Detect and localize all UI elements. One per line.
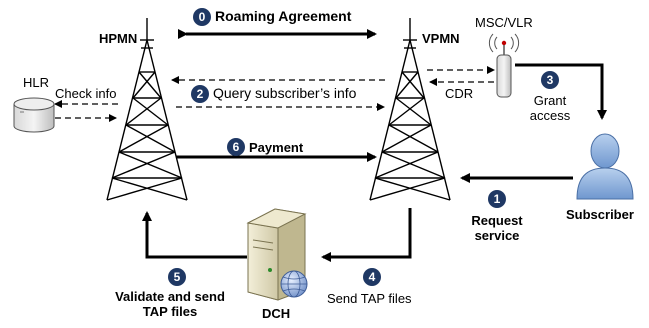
step-3-badge: 3 — [541, 71, 559, 89]
step-3-label: Grant access — [525, 93, 575, 123]
vpmn-tower-icon — [369, 18, 451, 201]
dch-server-icon — [246, 208, 308, 301]
step-4-badge: 4 — [363, 268, 381, 286]
step-0-badge: 0 — [193, 8, 211, 26]
msc-vlr-label: MSC/VLR — [475, 15, 533, 30]
dch-label: DCH — [262, 306, 291, 321]
check-info-label: Check info — [55, 86, 117, 101]
step-2-badge: 2 — [191, 85, 209, 103]
step-6-badge: 6 — [227, 138, 245, 156]
step-5-badge: 5 — [168, 268, 186, 286]
hpmn-tower-icon — [106, 18, 188, 201]
grant-access-arrow — [515, 63, 607, 120]
send-tap-files-arrow — [321, 208, 412, 262]
step-0-label: Roaming Agreement — [215, 8, 352, 24]
cdr-label: CDR — [445, 86, 474, 101]
step-2-label: Query subscriber’s info — [213, 85, 357, 101]
validate-send-arrow — [142, 211, 247, 259]
step-5-label-line-2: TAP files — [142, 304, 198, 319]
step-4-label: Send TAP files — [327, 291, 412, 306]
step-1-label-line-2: service — [474, 228, 520, 243]
step-3-label-line-2: access — [529, 108, 571, 123]
step-5-label-line-1: Validate and send — [115, 289, 225, 304]
hlr-database-icon — [13, 97, 55, 133]
step-1-badge: 1 — [488, 190, 506, 208]
hpmn-label: HPMN — [99, 31, 138, 46]
step-1-label-line-1: Request — [471, 213, 523, 228]
step-1-label: Request service — [466, 213, 528, 243]
msc-vlr-antenna-icon — [488, 33, 520, 98]
subscriber-label: Subscriber — [566, 207, 634, 222]
step-5-label: Validate and send TAP files — [100, 289, 240, 319]
hlr-label: HLR — [23, 75, 50, 90]
vpmn-label: VPMN — [422, 31, 460, 46]
step-3-label-line-1: Grant — [533, 93, 567, 108]
step-6-label: Payment — [249, 140, 304, 155]
subscriber-person-icon — [576, 133, 634, 200]
